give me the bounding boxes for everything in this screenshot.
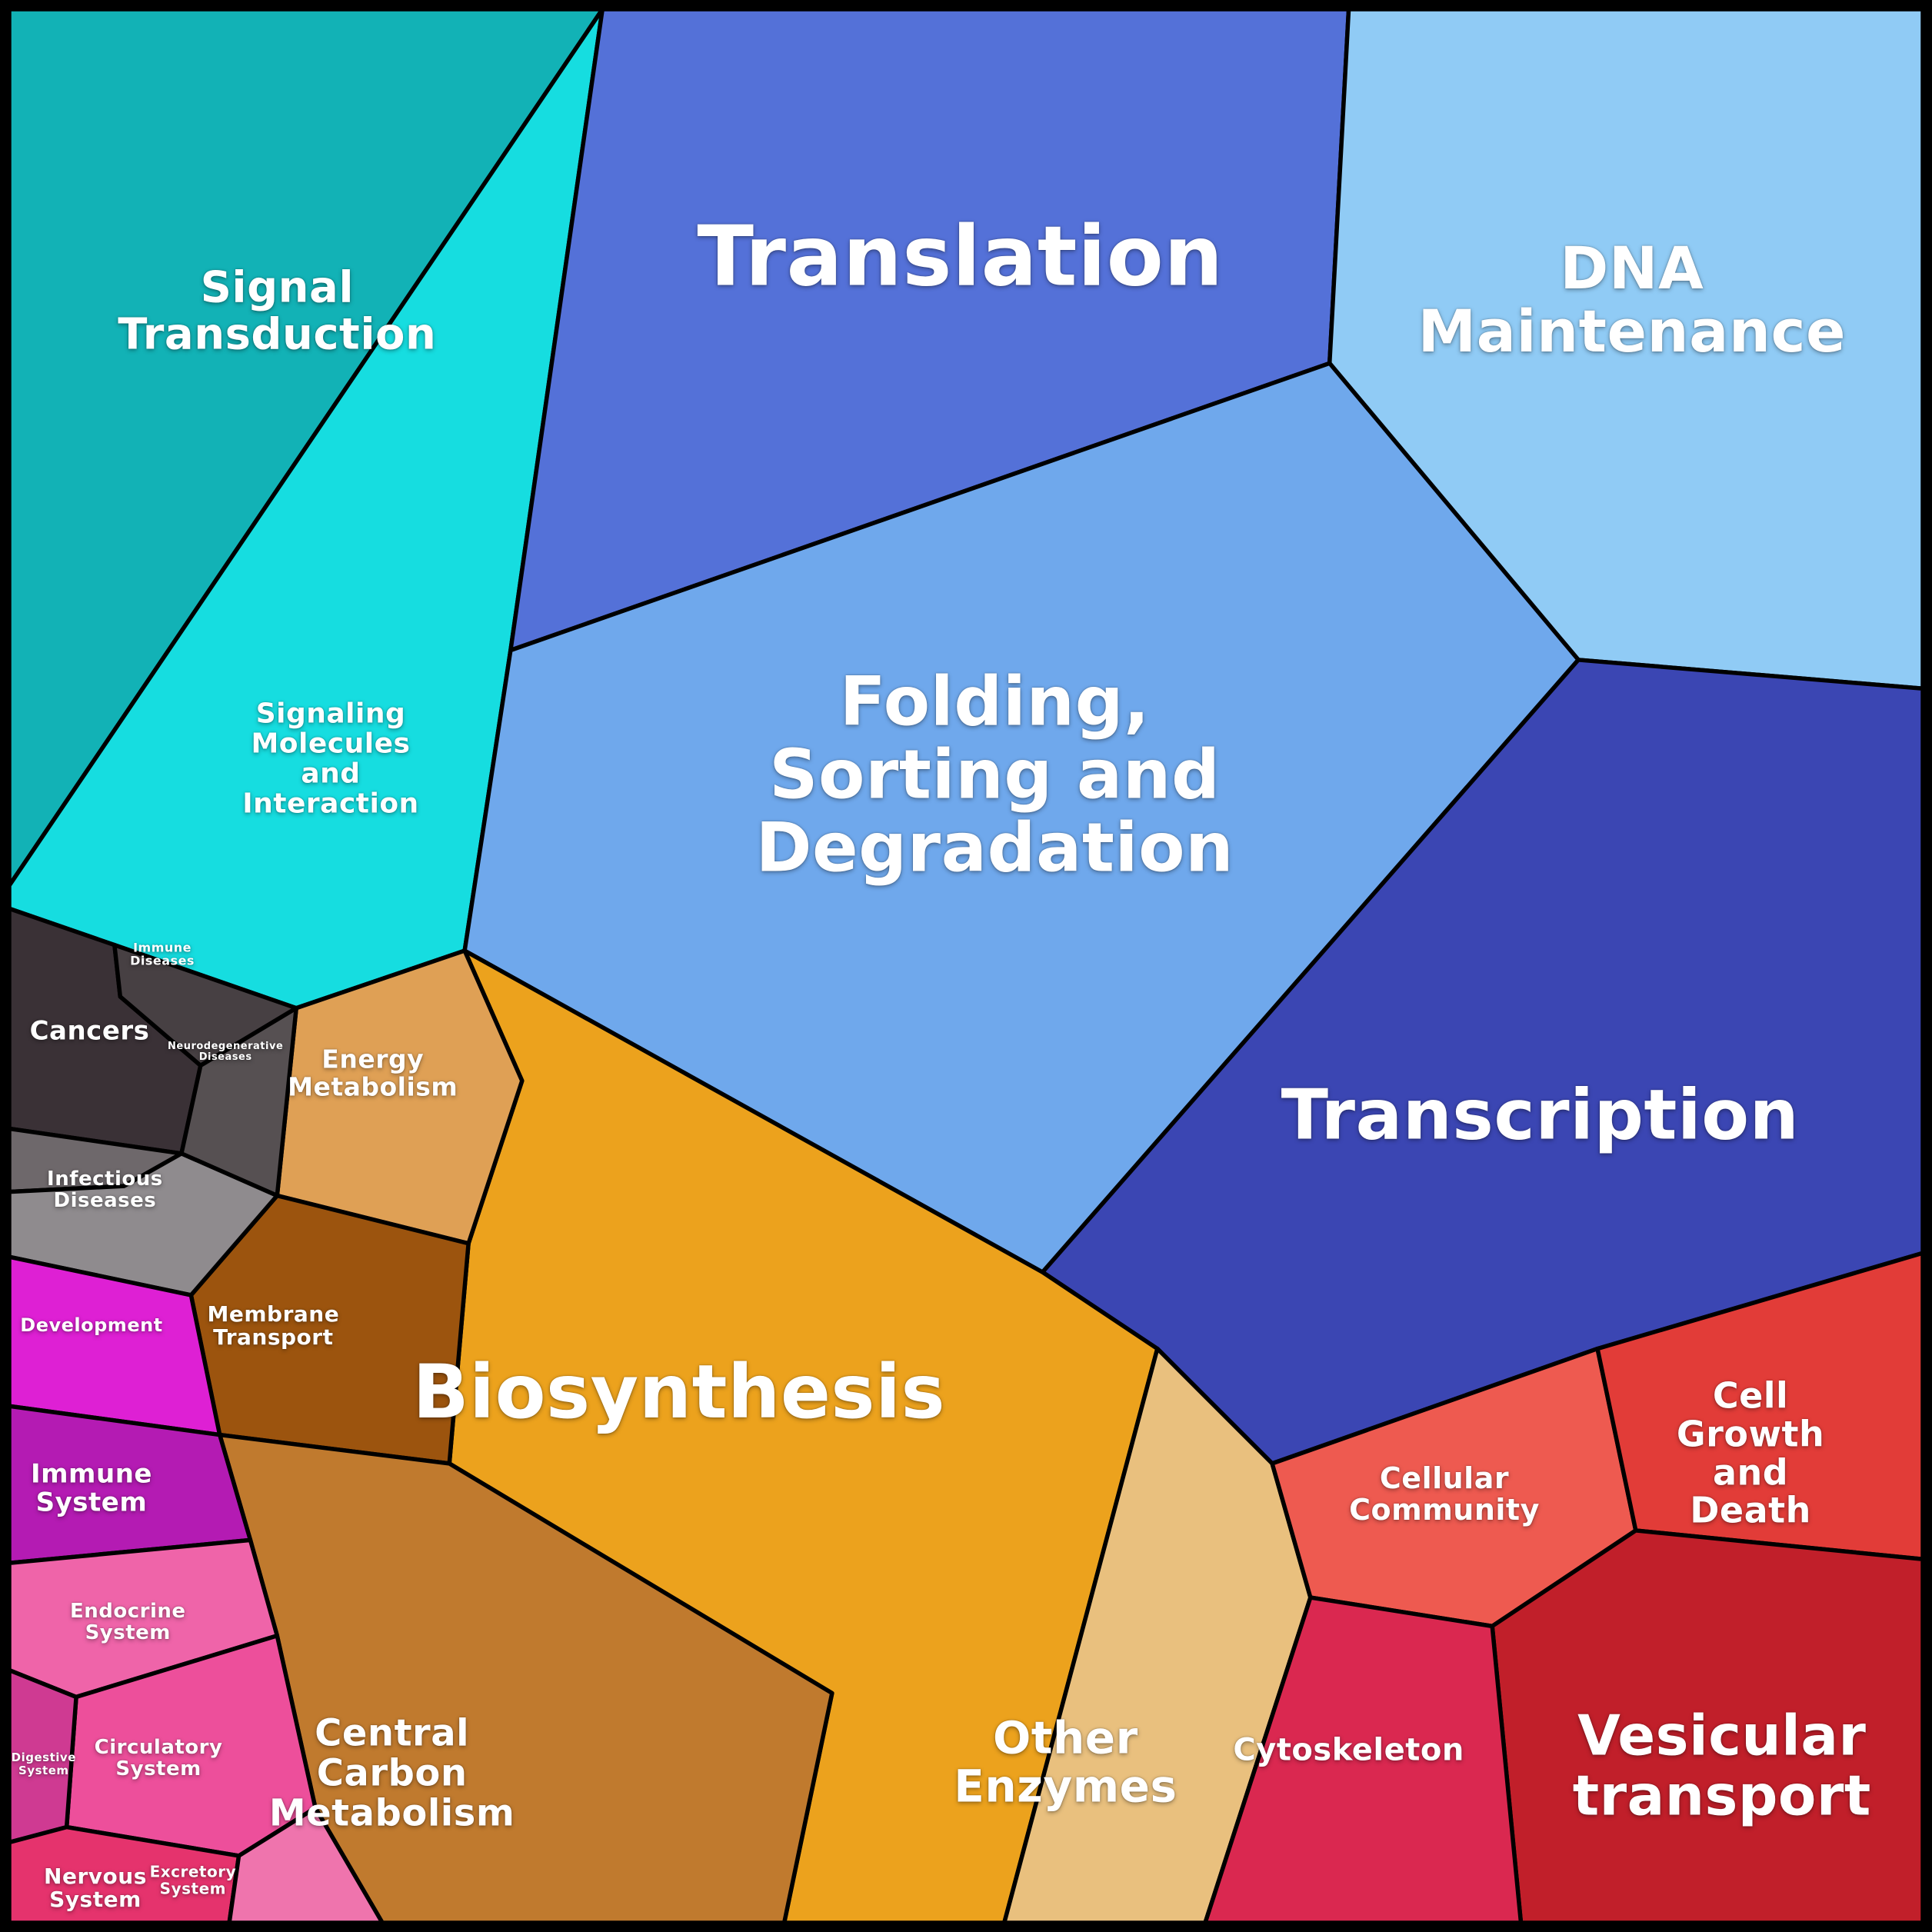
- region-vesicular-transport: [1490, 1528, 1923, 1923]
- region-cell-growth-and-death: [1595, 1251, 1923, 1562]
- region-infectious-diseases: [9, 1151, 280, 1297]
- treemap-svg: [9, 9, 1923, 1923]
- region-excretory-system: [227, 1805, 385, 1923]
- region-digestive-system: [9, 1667, 78, 1845]
- region-cytoskeleton: [1203, 1595, 1524, 1923]
